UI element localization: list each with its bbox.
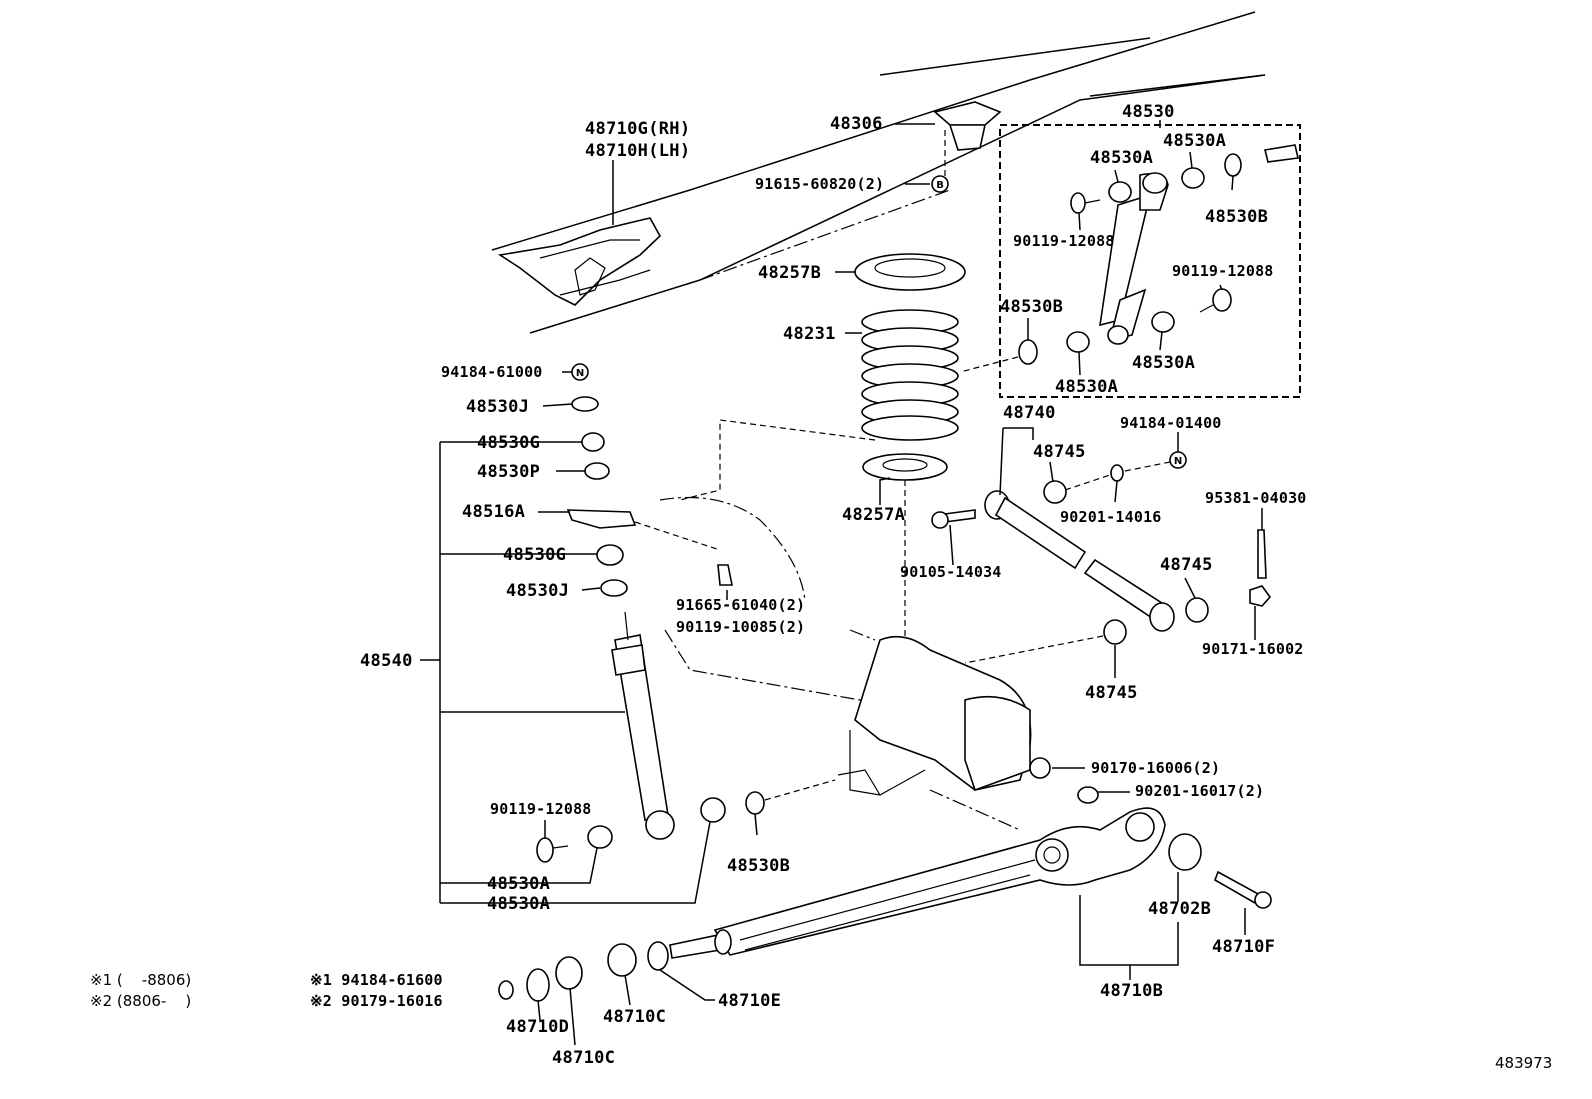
label-94184-01400: 94184-01400 (1120, 414, 1222, 432)
label-48530G: 48530G (503, 545, 566, 565)
marker-b-text: B (936, 180, 944, 191)
label-48530B: 48530B (1000, 297, 1063, 317)
label-91615-60820: 91615-60820(2) (755, 175, 884, 193)
label-48740: 48740 (1003, 403, 1056, 423)
label-48710F: 48710F (1212, 937, 1275, 957)
label-48710G: 48710G(RH) (585, 119, 690, 139)
footnote-2-part: ※2 90179-16016 (310, 992, 443, 1010)
footnote-1-part: ※1 94184-61600 (310, 971, 443, 989)
label-91665-61040: 91665-61040(2) (676, 596, 805, 614)
label-48530B: 48530B (727, 856, 790, 876)
label-90119-12088: 90119-12088 (490, 800, 592, 818)
label-48530: 48530 (1122, 102, 1175, 122)
label-48710D: 48710D (506, 1017, 569, 1037)
label-48257A: 48257A (842, 505, 905, 525)
label-48530A: 48530A (487, 874, 550, 894)
label-48530P: 48530P (477, 462, 540, 482)
lateral-control-rod-48740: N (931, 451, 1272, 664)
label-90171-16002: 90171-16002 (1202, 640, 1304, 658)
lower-spring-seat-48257A (862, 453, 948, 481)
label-95381-04030: 95381-04030 (1205, 489, 1307, 507)
marker-n-text: N (1174, 456, 1182, 467)
diagram-number: 483973 (1495, 1054, 1552, 1072)
label-90201-16017: 90201-16017(2) (1135, 782, 1264, 800)
label-48306: 48306 (830, 114, 883, 134)
label-48530A: 48530A (1090, 148, 1153, 168)
label-48710H: 48710H(LH) (585, 141, 690, 161)
label-90119-12088: 90119-12088 (1172, 262, 1274, 280)
label-48745: 48745 (1033, 442, 1086, 462)
bumper-stopper-bracket (497, 217, 662, 306)
label-48530J: 48530J (466, 397, 529, 417)
label-48257B: 48257B (758, 263, 821, 283)
label-48530G: 48530G (477, 433, 540, 453)
label-48745: 48745 (1085, 683, 1138, 703)
coil-spring-48231 (861, 309, 959, 441)
label-48710B: 48710B (1100, 981, 1163, 1001)
label-48710C: 48710C (603, 1007, 666, 1027)
label-90201-14016: 90201-14016 (1060, 508, 1162, 526)
footnote-1-range: ※1 ( -8806) (90, 971, 191, 989)
label-48530B: 48530B (1205, 207, 1268, 227)
label-48745: 48745 (1160, 555, 1213, 575)
label-48530A: 48530A (1055, 377, 1118, 397)
lower-control-arm-48710B (498, 807, 1272, 1002)
label-94184-61000: 94184-61000 (441, 363, 543, 381)
label-90119-12088: 90119-12088 (1013, 232, 1115, 250)
footnotes: ※1 ( -8806) ※2 (8806- ) ※1 94184-61600 ※… (90, 971, 1552, 1072)
label-48540: 48540 (360, 651, 413, 671)
label-48231: 48231 (783, 324, 836, 344)
frame-rail (491, 11, 1266, 334)
shock-absorber-48530 (1099, 144, 1299, 345)
label-48710E: 48710E (718, 991, 781, 1011)
leader-lines (420, 120, 1263, 1046)
label-48530A: 48530A (1132, 353, 1195, 373)
front-shock-48540: N (536, 363, 836, 863)
marker-b-icon (931, 175, 949, 193)
label-90119-10085: 90119-10085(2) (676, 618, 805, 636)
shock-absorber-group-box (999, 124, 1301, 398)
label-48530J: 48530J (506, 581, 569, 601)
upper-spring-seat-48257B (854, 253, 966, 291)
label-90105-14034: 90105-14034 (900, 563, 1002, 581)
label-48530A: 48530A (487, 894, 550, 914)
label-90170-16006: 90170-16006(2) (1091, 759, 1220, 777)
marker-n-text: N (576, 368, 584, 379)
label-48710C: 48710C (552, 1048, 615, 1068)
footnote-2-range: ※2 (8806- ) (90, 992, 191, 1010)
shock-bushings-upper (1070, 153, 1242, 214)
label-48702B: 48702B (1148, 899, 1211, 919)
label-48516A: 48516A (462, 502, 525, 522)
label-48530A: 48530A (1163, 131, 1226, 151)
axle-housing (664, 629, 1099, 831)
part-labels: 48710G(RH) 48710H(LH) 48306 91615-60820(… (360, 102, 1307, 1068)
bump-stopper-48306: B (931, 101, 1002, 193)
